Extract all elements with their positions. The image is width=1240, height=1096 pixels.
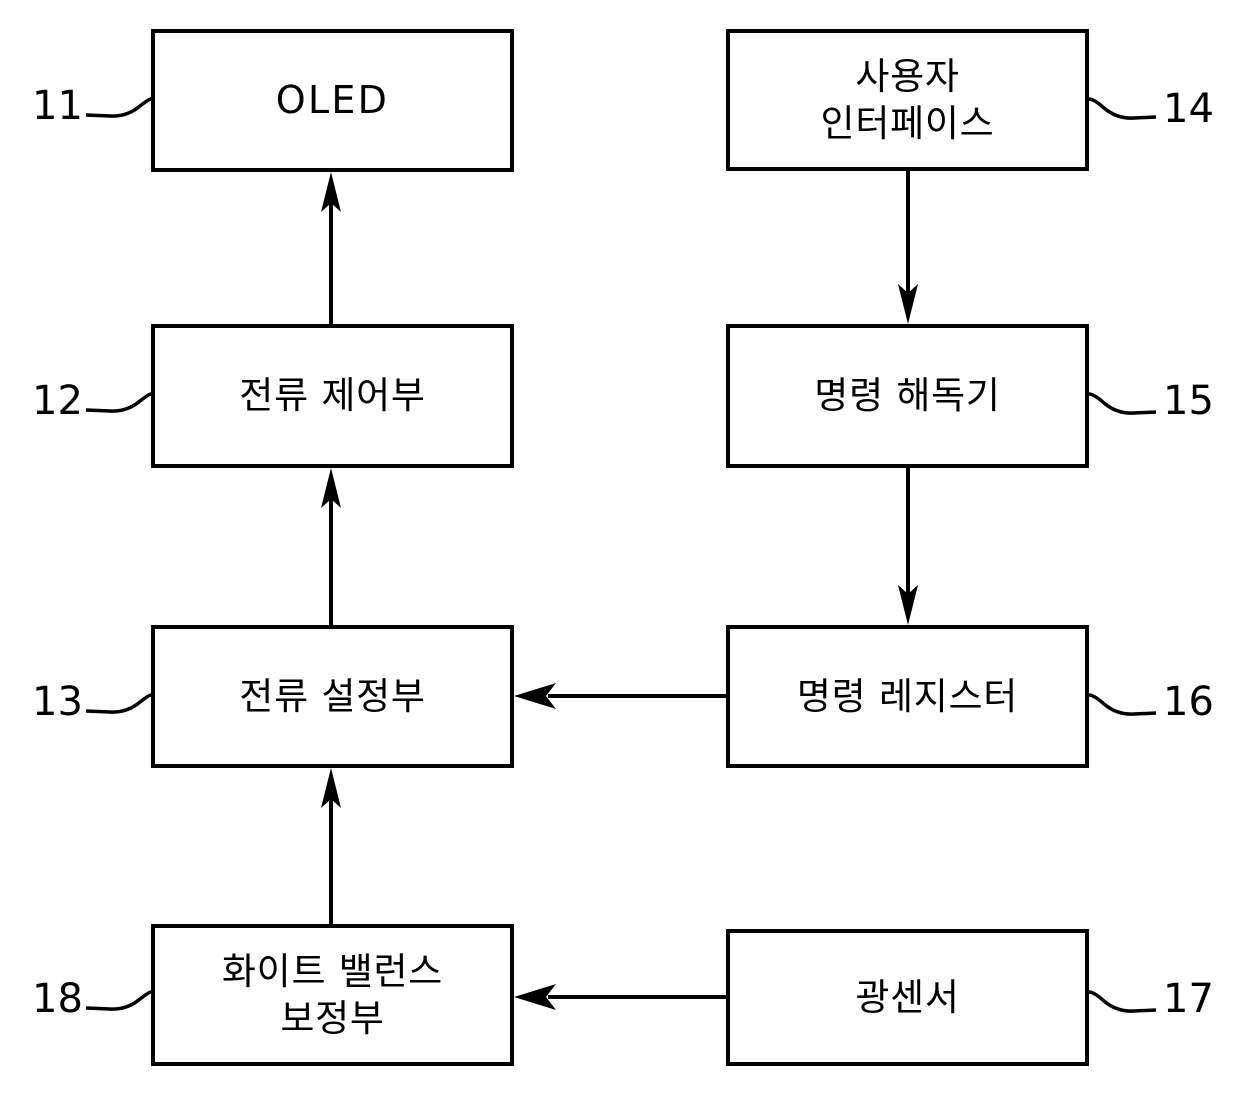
leader-line-16 [1088,693,1157,716]
node-optical-sensor[interactable]: 광센서 [726,929,1089,1066]
node-command-register-label: 명령 레지스터 [796,674,1019,718]
node-oled[interactable]: OLED [151,29,514,172]
node-current-setting-unit-label: 전류 설정부 [239,674,426,718]
connector-current-control-to-oled [321,172,341,324]
node-user-interface-label: 사용자 인터페이스 [820,54,995,145]
node-current-control-unit-label: 전류 제어부 [239,374,426,418]
connector-ui-to-command-decoder [898,171,918,324]
node-current-control-unit[interactable]: 전류 제어부 [151,324,514,468]
node-white-balance-correction-unit-label: 화이트 밸런스 보정부 [221,949,444,1040]
leader-line-11 [85,97,152,118]
reference-number-15: 15 [1163,378,1214,424]
connector-optical-sensor-to-white-balance [514,984,726,1010]
leader-line-12 [85,392,152,413]
connector-current-setting-to-current-control [321,468,341,625]
connector-white-balance-to-current-setting [321,768,341,924]
node-optical-sensor-label: 광센서 [855,975,960,1019]
node-current-setting-unit[interactable]: 전류 설정부 [151,625,514,768]
node-oled-label: OLED [275,78,390,123]
reference-number-18: 18 [32,976,83,1022]
node-command-register[interactable]: 명령 레지스터 [726,625,1089,768]
leader-line-13 [85,693,152,714]
reference-number-16: 16 [1163,679,1214,725]
node-user-interface[interactable]: 사용자 인터페이스 [726,29,1089,171]
reference-number-12: 12 [32,378,83,424]
reference-number-13: 13 [32,679,83,725]
leader-line-14 [1088,97,1157,120]
leader-line-18 [85,990,152,1011]
reference-number-14: 14 [1163,86,1214,132]
reference-number-17: 17 [1163,976,1214,1022]
leader-line-15 [1088,392,1157,415]
connector-command-register-to-current-setting [514,683,726,709]
connector-command-decoder-to-command-register [898,468,918,625]
reference-number-11: 11 [32,83,83,129]
node-command-decoder[interactable]: 명령 해독기 [726,324,1089,468]
node-command-decoder-label: 명령 해독기 [814,374,1001,418]
node-white-balance-correction-unit[interactable]: 화이트 밸런스 보정부 [151,924,514,1066]
leader-line-17 [1088,990,1157,1013]
